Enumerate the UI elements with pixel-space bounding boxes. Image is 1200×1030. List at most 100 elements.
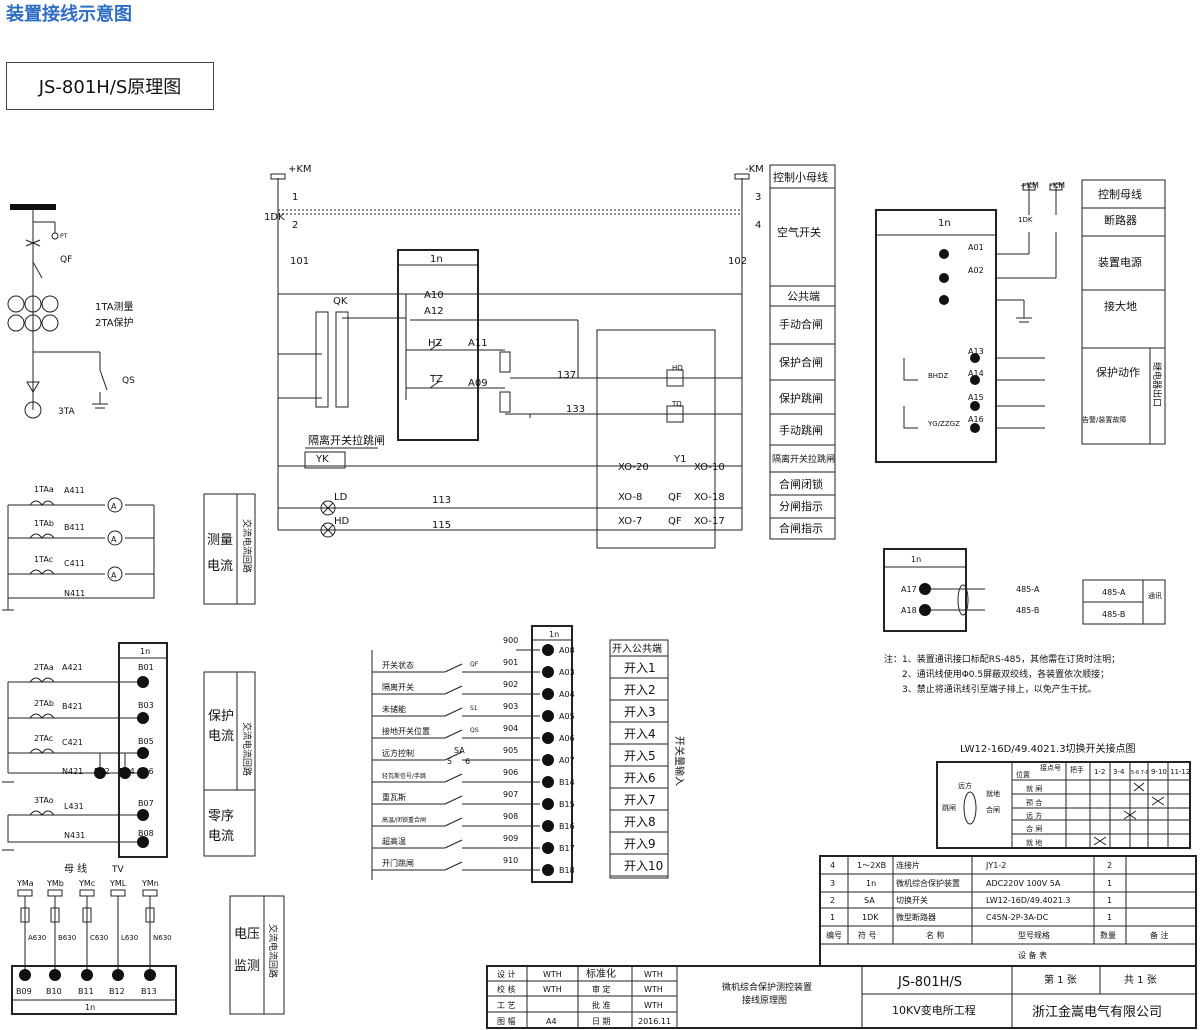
input-wire-number: 909 — [503, 834, 518, 843]
svg-text:LW12-16D/49.4021.3切换开关接点图: LW12-16D/49.4021.3切换开关接点图 — [960, 742, 1136, 755]
svg-text:QF: QF — [60, 255, 72, 265]
svg-text:工 艺: 工 艺 — [497, 1001, 516, 1010]
svg-text:名 称: 名 称 — [926, 930, 945, 940]
svg-text:测量: 测量 — [207, 533, 233, 548]
svg-text:WTH: WTH — [644, 985, 663, 994]
input-terminal: B16 — [559, 822, 575, 831]
svg-text:2TA保护: 2TA保护 — [95, 316, 134, 329]
svg-text:继电器出口: 继电器出口 — [1151, 362, 1163, 407]
input-contact — [444, 751, 463, 761]
input-label: 轻瓦斯信号/手跳 — [382, 772, 426, 780]
svg-text:2TAb: 2TAb — [34, 699, 54, 708]
svg-text:SA: SA — [454, 746, 465, 755]
svg-text:电流: 电流 — [208, 729, 234, 744]
svg-text:1TAb: 1TAb — [34, 519, 54, 528]
svg-text:设 备 表: 设 备 表 — [1018, 950, 1047, 960]
svg-text:B421: B421 — [62, 702, 83, 711]
input-terminal: A07 — [559, 756, 575, 765]
svg-text:审 定: 审 定 — [592, 984, 611, 994]
svg-text:监测: 监测 — [234, 959, 260, 974]
svg-text:JS-801H/S: JS-801H/S — [897, 975, 962, 990]
svg-text:PT: PT — [60, 233, 68, 240]
svg-text:133: 133 — [566, 404, 585, 415]
svg-text:6: 6 — [465, 757, 470, 766]
svg-text:A18: A18 — [901, 606, 917, 615]
svg-text:1: 1 — [1107, 913, 1112, 922]
svg-text:LW12-16D/49.4021.3: LW12-16D/49.4021.3 — [986, 896, 1070, 905]
svg-text:3TA: 3TA — [58, 407, 76, 417]
ml-5: 保护跳闸 — [779, 391, 823, 405]
svg-text:A: A — [111, 502, 117, 511]
input-contact — [444, 839, 463, 849]
input-contact — [444, 707, 463, 717]
input-switch-label: QS — [470, 727, 479, 734]
svg-text:就地: 就地 — [986, 789, 1000, 798]
ml-0: 控制小母线 — [773, 170, 828, 184]
svg-text:母 线: 母 线 — [64, 862, 87, 875]
svg-text:115: 115 — [432, 520, 451, 531]
note-2: 2、通讯线使用Φ0.5屏蔽双绞线，各装置依次顺接； — [902, 668, 1109, 680]
svg-text:预 合: 预 合 — [1026, 798, 1042, 807]
ml-8: 合闸闭锁 — [779, 477, 823, 491]
svg-text:485-B: 485-B — [1102, 610, 1125, 619]
svg-text:2: 2 — [1107, 861, 1112, 870]
svg-text:1n: 1n — [140, 647, 150, 656]
svg-text:L630: L630 — [121, 934, 138, 942]
equipment-table: 4 1～2XB 连接片 JY1-2 2 3 1n 微机综合保护装置 ADC220… — [826, 860, 1169, 960]
svg-text:C421: C421 — [62, 738, 83, 747]
input-label: 接地开关位置 — [382, 726, 430, 736]
box-1n-control: 1n — [430, 254, 443, 265]
svg-text:B411: B411 — [64, 523, 85, 532]
svg-text:开关量输入: 开关量输入 — [673, 736, 686, 786]
svg-text:合 闸: 合 闸 — [1026, 824, 1042, 833]
svg-text:JY1-2: JY1-2 — [985, 861, 1006, 870]
svg-text:101: 101 — [290, 256, 309, 267]
svg-text:2TAa: 2TAa — [34, 663, 54, 672]
svg-text:113: 113 — [432, 495, 451, 506]
input-label: 远方控制 — [382, 748, 414, 758]
svg-text:A411: A411 — [64, 486, 85, 495]
svg-text:交流电流回路: 交流电流回路 — [267, 924, 279, 978]
svg-text:设 计: 设 计 — [497, 969, 516, 979]
svg-text:A4: A4 — [546, 1017, 557, 1026]
svg-text:1TAa: 1TAa — [34, 485, 54, 494]
svg-text:B09: B09 — [16, 987, 32, 996]
input-table-cell: 开入2 — [624, 683, 656, 697]
svg-text:A08: A08 — [559, 646, 575, 655]
svg-text:A01: A01 — [968, 243, 984, 252]
ml-3: 手动合闸 — [779, 317, 823, 331]
svg-text:1n: 1n — [911, 555, 921, 564]
svg-text:102: 102 — [728, 256, 747, 267]
svg-text:YMa: YMa — [16, 879, 34, 888]
svg-text:校 核: 校 核 — [497, 984, 516, 994]
pl-4: 保护动作 — [1096, 365, 1140, 379]
label-1dk: 1DK — [264, 212, 285, 223]
svg-text:1n: 1n — [866, 879, 876, 888]
svg-text:HQ: HQ — [672, 364, 683, 372]
svg-text:1DK: 1DK — [862, 913, 879, 922]
svg-text:B03: B03 — [138, 701, 154, 710]
svg-text:B12: B12 — [109, 987, 125, 996]
input-label: 开关状态 — [382, 660, 414, 670]
voltage-circuit — [17, 889, 158, 975]
svg-text:A09: A09 — [468, 378, 488, 389]
svg-text:QS: QS — [122, 376, 135, 386]
input-contact — [444, 817, 463, 827]
svg-text:第 1 张: 第 1 张 — [1044, 973, 1077, 986]
input-wire-number: 905 — [503, 746, 518, 755]
svg-text:QF: QF — [668, 492, 682, 503]
svg-text:A15: A15 — [968, 393, 984, 402]
svg-text:交流电流回路: 交流电流回路 — [241, 519, 253, 573]
svg-text:+KM: +KM — [1020, 181, 1039, 190]
input-contact — [444, 685, 463, 695]
ml-7: 隔离开关拉跳闸 — [772, 453, 835, 465]
svg-text:切换开关: 切换开关 — [896, 895, 928, 905]
svg-text:B05: B05 — [138, 737, 154, 746]
svg-text:B07: B07 — [138, 799, 154, 808]
busbar — [10, 204, 56, 210]
input-terminal: A03 — [559, 668, 575, 677]
svg-text:B08: B08 — [138, 829, 154, 838]
input-terminal: A06 — [559, 734, 575, 743]
svg-text:YMc: YMc — [78, 879, 95, 888]
